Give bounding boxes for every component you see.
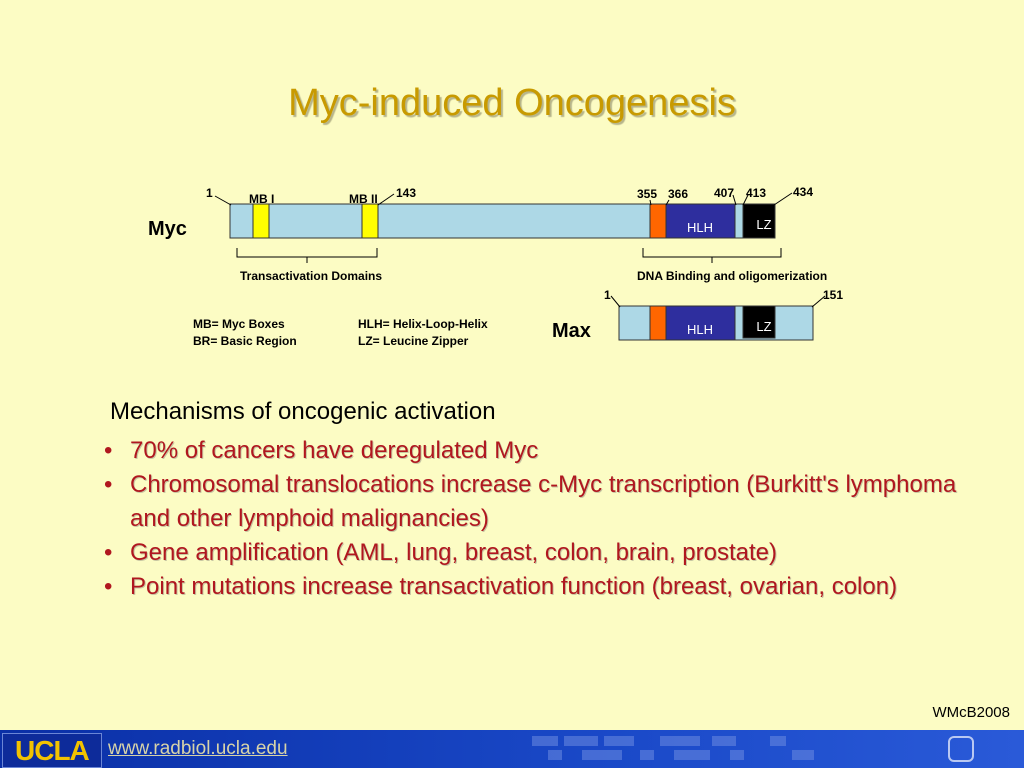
list-item-text: Point mutations increase transactivation…	[130, 573, 898, 600]
myc-position-366: 366	[668, 187, 689, 201]
list-item-text: Chromosomal translocations increase c-My…	[130, 471, 957, 532]
mechanisms-list: • 70% of cancers have deregulated Myc • Ch…	[104, 434, 984, 604]
legend-mb: MB= Myc Boxes	[193, 317, 285, 331]
myc-position-1: 1	[206, 186, 213, 200]
list-item-text: Gene amplification (AML, lung, breast, c…	[130, 539, 777, 566]
myc-position-407: 407	[714, 186, 735, 200]
bullet-icon: •	[104, 573, 113, 600]
max-position-151: 151	[823, 288, 844, 302]
legend-hlh: HLH= Helix-Loop-Helix	[358, 317, 488, 331]
bullet-icon: •	[104, 471, 113, 498]
myc-hlh-text: HLH	[687, 220, 713, 235]
list-item-text: 70% of cancers have deregulated Myc	[130, 437, 539, 464]
myc-position-143: 143	[396, 186, 417, 200]
rounded-square-icon	[948, 736, 974, 762]
dna-binding-label: DNA Binding and oligomerization	[637, 269, 828, 283]
ucla-logo: UCLA	[2, 733, 102, 768]
protein-domain-diagram: HLH LZ HLH LZ	[214, 192, 826, 341]
myc-position-355: 355	[637, 187, 658, 201]
dna-binding-bracket	[642, 248, 782, 263]
slide-title: Myc-induced Oncogenesis	[288, 82, 736, 124]
myc-box-2	[361, 203, 379, 239]
myc-lz-domain	[742, 203, 776, 239]
max-lz-domain	[742, 305, 776, 339]
legend-br: BR= Basic Region	[193, 334, 297, 348]
max-position-1: 1	[604, 288, 611, 302]
slide-credit: WMcB2008	[932, 704, 1010, 721]
myc-box-1-label: MB I	[249, 192, 275, 206]
transactivation-domains-label: Transactivation Domains	[240, 269, 383, 283]
list-item: • Gene amplification (AML, lung, breast, …	[104, 536, 984, 570]
myc-lz-text: LZ	[756, 217, 771, 232]
myc-box-1	[252, 203, 270, 239]
footer-url-link[interactable]: www.radbiol.ucla.edu	[108, 738, 288, 759]
bullet-icon: •	[104, 437, 113, 464]
legend-left: MB= Myc Boxes BR= Basic Region	[193, 316, 297, 350]
max-lz-text: LZ	[756, 319, 771, 334]
max-hlh-domain	[665, 305, 736, 341]
bullet-icon: •	[104, 539, 113, 566]
transactivation-bracket	[236, 248, 378, 263]
max-label: Max	[552, 320, 591, 342]
max-hlh-text: HLH	[687, 322, 713, 337]
legend-right: HLH= Helix-Loop-Helix LZ= Leucine Zipper	[358, 316, 488, 350]
myc-box-2-label: MB II	[349, 192, 378, 206]
max-basic-region	[649, 305, 667, 341]
myc-position-434: 434	[793, 185, 814, 199]
myc-position-413: 413	[746, 186, 767, 200]
myc-label: Myc	[148, 218, 187, 240]
legend-lz: LZ= Leucine Zipper	[358, 334, 469, 348]
list-item: • 70% of cancers have deregulated Myc	[104, 434, 984, 468]
list-item: • Chromosomal translocations increase c-M…	[104, 468, 984, 536]
ucla-logo-text: UCLA	[15, 735, 90, 766]
myc-hlh-domain	[665, 203, 736, 239]
mechanisms-heading: Mechanisms of oncogenic activation	[110, 398, 496, 425]
footer-bar: UCLA www.radbiol.ucla.edu	[0, 730, 1024, 768]
myc-basic-region	[649, 203, 667, 239]
list-item: • Point mutations increase transactivatio…	[104, 570, 984, 604]
